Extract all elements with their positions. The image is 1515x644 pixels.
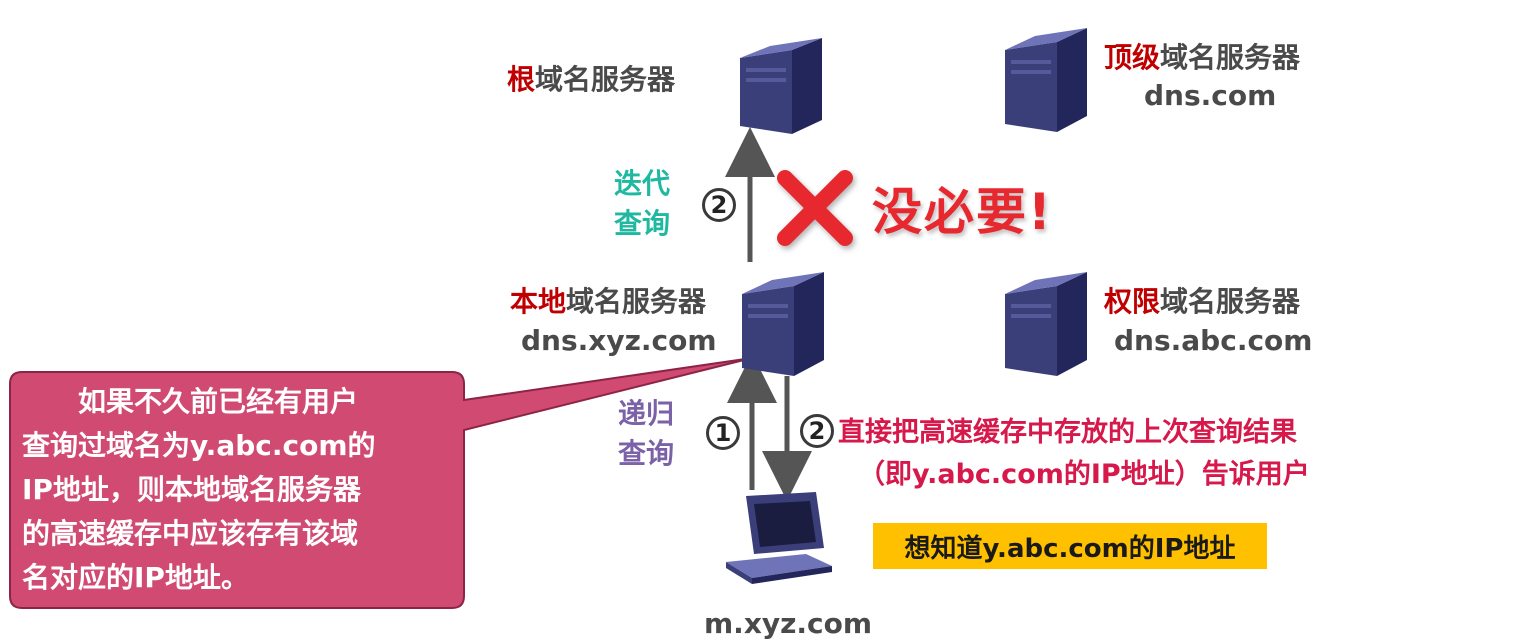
reply-step-badge: 2	[800, 414, 834, 448]
callout-line-3: IP地址，则本地域名服务器	[22, 473, 361, 506]
callout-line-2: 查询过域名为y.abc.com的	[22, 429, 376, 462]
auth-server-rest: 域名服务器	[1160, 285, 1301, 318]
local-server-label: 本地域名服务器	[510, 285, 707, 318]
tld-server-highlight: 顶级	[1104, 41, 1161, 74]
tld-server-rest: 域名服务器	[1160, 41, 1301, 74]
tld-server-host: dns.com	[1144, 79, 1277, 112]
cross-icon	[777, 170, 853, 246]
reply-line1: 直接把高速缓存中存放的上次查询结果	[838, 417, 1297, 448]
host-name: m.xyz.com	[704, 607, 873, 640]
root-server-icon	[740, 38, 822, 134]
tld-server-icon	[1005, 28, 1087, 132]
reply-line2: （即y.abc.com的IP地址）告诉用户	[858, 459, 1310, 490]
recursive-step-badge: 1	[706, 416, 740, 450]
tld-server-label: 顶级域名服务器	[1104, 41, 1301, 74]
iterative-query-line1: 迭代	[614, 167, 671, 200]
auth-server-label: 权限域名服务器	[1104, 285, 1301, 318]
local-server-host: dns.xyz.com	[521, 324, 717, 357]
local-server-highlight: 本地	[510, 285, 567, 318]
root-server-label: 根域名服务器	[507, 63, 676, 96]
recursive-query-line2: 查询	[618, 437, 675, 470]
root-server-highlight: 根	[507, 63, 536, 96]
reply-text: 直接把高速缓存中存放的上次查询结果 （即y.abc.com的IP地址）告诉用户	[838, 412, 1310, 496]
local-server-rest: 域名服务器	[566, 285, 707, 318]
auth-server-icon	[1005, 272, 1087, 376]
no-need-text: 没必要!	[872, 183, 1053, 241]
iterative-query-label: 迭代 查询	[614, 164, 670, 244]
recursive-query-line1: 递归	[618, 397, 675, 430]
root-server-rest: 域名服务器	[535, 63, 676, 96]
computer-icon	[726, 492, 832, 584]
iterative-query-line2: 查询	[614, 207, 671, 240]
iterative-step-badge: 2	[702, 188, 736, 222]
auth-server-host: dns.abc.com	[1114, 324, 1313, 357]
local-server-icon	[742, 272, 824, 376]
auth-server-highlight: 权限	[1104, 285, 1161, 318]
callout-bubble	[9, 357, 753, 609]
callout-line-1: 如果不久前已经有用户	[22, 385, 359, 418]
callout-text: 如果不久前已经有用户 查询过域名为y.abc.com的 IP地址，则本地域名服务…	[22, 380, 447, 600]
want-ip-box: 想知道y.abc.com的IP地址	[873, 523, 1267, 569]
callout-line-5: 名对应的IP地址。	[22, 561, 249, 594]
recursive-query-label: 递归 查询	[618, 394, 674, 474]
callout-line-4: 的高速缓存中应该存有该域	[22, 517, 359, 550]
